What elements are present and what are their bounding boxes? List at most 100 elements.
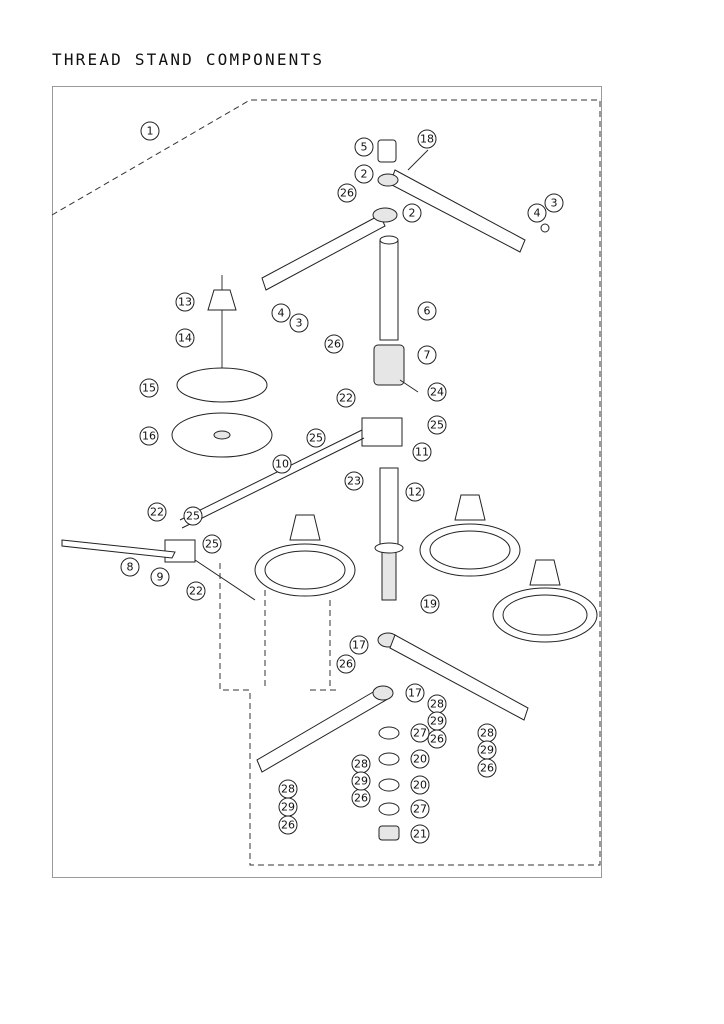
- upper-arm: [261, 139, 550, 291]
- callout-number: 22: [189, 585, 203, 598]
- callout-number: 27: [413, 727, 427, 740]
- part-callout: 20: [410, 775, 430, 795]
- part-callout: 19: [420, 594, 440, 614]
- spool-holder-arm: [61, 417, 403, 601]
- part-callout: 13: [175, 292, 195, 312]
- part-callout: 17: [349, 635, 369, 655]
- part-callout: 24: [427, 382, 447, 402]
- left-spool-assembly: [171, 275, 273, 458]
- callout-number: 12: [408, 486, 422, 499]
- callout-number: 11: [415, 446, 429, 459]
- base-arms: [256, 632, 529, 773]
- callout-number: 22: [150, 506, 164, 519]
- part-callout: 21: [410, 824, 430, 844]
- part-callout: 25: [183, 506, 203, 526]
- part-callout: 5: [354, 137, 374, 157]
- part-callout: 27: [410, 723, 430, 743]
- part-callout: 29: [477, 740, 497, 760]
- callout-number: 2: [361, 168, 368, 181]
- part-callout: 26: [324, 334, 344, 354]
- part-callout: 23: [344, 471, 364, 491]
- callout-number: 26: [339, 658, 353, 671]
- callout-number: 25: [309, 432, 323, 445]
- callout-layer: 1223344567891011121314151617171819202021…: [120, 121, 564, 844]
- callout-number: 25: [186, 510, 200, 523]
- callout-number: 28: [480, 727, 494, 740]
- callout-number: 28: [354, 758, 368, 771]
- part-callout: 26: [351, 788, 371, 808]
- callout-number: 4: [534, 207, 541, 220]
- callout-number: 3: [296, 317, 303, 330]
- part-callout: 16: [139, 426, 159, 446]
- part-callout: 26: [337, 183, 357, 203]
- callout-number: 23: [347, 475, 361, 488]
- callout-number: 17: [408, 687, 422, 700]
- callout-number: 25: [430, 419, 444, 432]
- part-callout: 4: [527, 203, 547, 223]
- part-callout: 26: [477, 758, 497, 778]
- callout-number: 13: [178, 296, 192, 309]
- callout-number: 26: [340, 187, 354, 200]
- part-callout: 28: [278, 779, 298, 799]
- callout-number: 8: [127, 561, 134, 574]
- callout-number: 1: [147, 125, 154, 138]
- part-callout: 12: [405, 482, 425, 502]
- callout-number: 14: [178, 332, 192, 345]
- callout-number: 26: [327, 338, 341, 351]
- part-callout: 28: [477, 723, 497, 743]
- callout-number: 20: [413, 753, 427, 766]
- callout-number: 24: [430, 386, 444, 399]
- part-callout: 26: [278, 815, 298, 835]
- callout-number: 18: [420, 133, 434, 146]
- part-callout: 29: [351, 771, 371, 791]
- part-callout: 28: [427, 694, 447, 714]
- guide-dashes: [264, 580, 340, 691]
- callout-number: 28: [281, 783, 295, 796]
- part-callout: 14: [175, 328, 195, 348]
- callout-number: 16: [142, 430, 156, 443]
- callout-number: 2: [409, 207, 416, 220]
- part-callout: 7: [417, 345, 437, 365]
- part-callout: 18: [417, 129, 437, 149]
- part-callout: 6: [417, 301, 437, 321]
- callout-number: 20: [413, 779, 427, 792]
- callout-number: 29: [281, 801, 295, 814]
- callout-number: 15: [142, 382, 156, 395]
- part-callout: 25: [427, 415, 447, 435]
- part-callout: 11: [412, 442, 432, 462]
- callout-number: 26: [480, 762, 494, 775]
- part-callout: 25: [306, 428, 326, 448]
- callout-number: 22: [339, 392, 353, 405]
- part-callout: 26: [427, 729, 447, 749]
- callout-number: 21: [413, 828, 427, 841]
- callout-number: 29: [480, 744, 494, 757]
- callout-number: 25: [205, 538, 219, 551]
- callout-number: 17: [352, 639, 366, 652]
- diagram-frame: [52, 86, 602, 878]
- part-callout: 22: [336, 388, 356, 408]
- part-callout: 4: [271, 303, 291, 323]
- part-callout: 1: [140, 121, 160, 141]
- callout-number: 27: [413, 803, 427, 816]
- callout-number: 26: [354, 792, 368, 805]
- page-title: THREAD STAND COMPONENTS: [52, 50, 325, 69]
- callout-number: 26: [430, 733, 444, 746]
- assembly-boundary: [51, 99, 601, 866]
- part-callout: 15: [139, 378, 159, 398]
- part-callout: 29: [278, 797, 298, 817]
- part-callout: 9: [150, 567, 170, 587]
- part-callout: 2: [354, 164, 374, 184]
- part-callout: 3: [544, 193, 564, 213]
- part-callout: 27: [410, 799, 430, 819]
- lower-pillar: [374, 467, 404, 601]
- base-hardware: [378, 726, 400, 841]
- callout-number: 9: [157, 571, 164, 584]
- callout-number: 29: [354, 775, 368, 788]
- callout-number: 10: [275, 458, 289, 471]
- part-callout: 25: [202, 534, 222, 554]
- callout-number: 3: [551, 197, 558, 210]
- callout-number: 29: [430, 715, 444, 728]
- part-callout: 10: [272, 454, 292, 474]
- callout-number: 6: [424, 305, 431, 318]
